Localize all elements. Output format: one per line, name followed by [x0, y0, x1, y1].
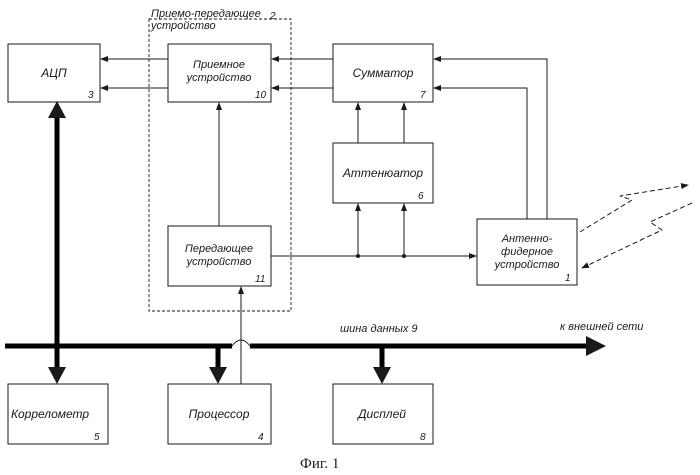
- processor-link-arrowhead: [209, 367, 227, 384]
- adder-label: Сумматор: [353, 66, 414, 80]
- correlator-number: 5: [94, 432, 100, 443]
- external-network-label: к внешней сети: [560, 321, 643, 333]
- display-link-arrowhead: [373, 367, 391, 384]
- antenna-block: Антенно- фидерное устройство 1: [477, 219, 577, 285]
- adc-label: АЦП: [40, 66, 67, 80]
- transmitter-label-line2: устройство: [186, 256, 252, 268]
- processor-label: Процессор: [189, 407, 250, 421]
- data-bus-arrowhead: [586, 336, 606, 356]
- attenuator-label: Аттенюатор: [342, 166, 424, 180]
- adc-block: АЦП 3: [8, 44, 100, 102]
- receiver-label-line2: устройство: [186, 72, 252, 84]
- antenna-to-adder-arrow-2: [434, 88, 527, 219]
- attenuator-block: Аттенюатор 6: [333, 143, 433, 203]
- receiver-number: 10: [255, 90, 267, 101]
- correlator-link-arrowhead: [48, 367, 66, 384]
- junction-dot-2: [402, 254, 406, 258]
- display-block: Дисплей 8: [333, 384, 433, 444]
- correlator-block: Коррелометр 5: [8, 384, 108, 444]
- transceiver-label-line2: устройство: [150, 20, 216, 32]
- antenna-label-line2: фидерное: [501, 246, 553, 258]
- processor-number: 4: [258, 432, 264, 443]
- transmitter-label-line1: Передающее: [185, 243, 253, 255]
- adder-number: 7: [420, 90, 426, 101]
- figure-caption: Фиг. 1: [300, 456, 339, 472]
- antenna-label-line1: Антенно-: [501, 233, 553, 245]
- display-label: Дисплей: [356, 407, 406, 421]
- processor-block: Процессор 4: [168, 384, 271, 444]
- data-bus-label: шина данных 9: [340, 323, 418, 335]
- radio-wave-icon: [580, 185, 692, 268]
- display-number: 8: [420, 432, 426, 443]
- correlator-label: Коррелометр: [11, 407, 89, 421]
- adc-link-arrowhead: [48, 101, 66, 118]
- receiver-block: Приемное устройство 10: [168, 44, 271, 102]
- antenna-label-line3: устройство: [494, 259, 560, 271]
- antenna-to-adder-arrow-1: [434, 59, 547, 219]
- transceiver-label-line1: Приемо-передающее: [151, 8, 261, 20]
- antenna-number: 1: [565, 273, 571, 284]
- adder-block: Сумматор 7: [333, 44, 433, 102]
- receiver-label-line1: Приемное: [193, 59, 245, 71]
- junction-dot-1: [356, 254, 360, 258]
- transmitter-block: Передающее устройство 11: [168, 226, 271, 286]
- transmitter-number: 11: [255, 274, 265, 285]
- transceiver-number: 2: [269, 11, 276, 22]
- attenuator-number: 6: [418, 191, 424, 202]
- adc-number: 3: [88, 90, 94, 101]
